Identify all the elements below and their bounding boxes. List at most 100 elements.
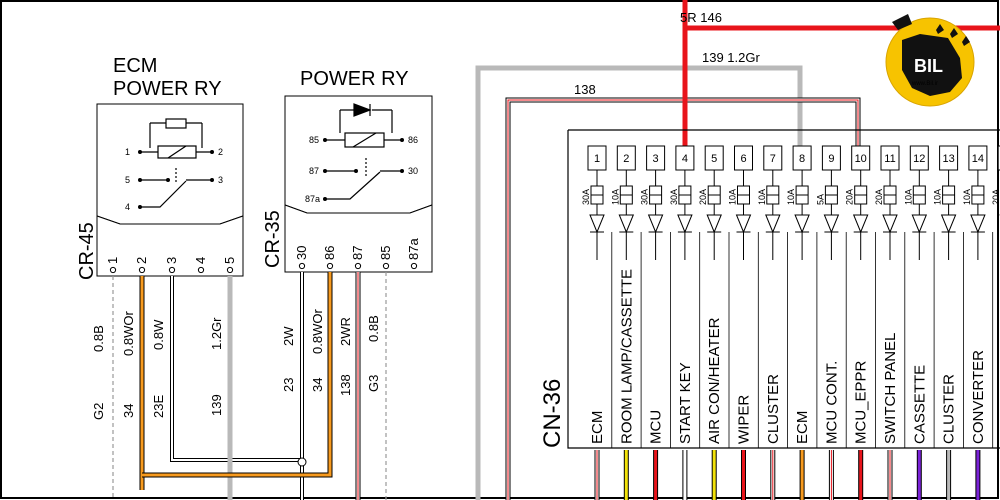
fuse-amp-6: 10A <box>728 189 738 205</box>
wire-label-08wor2: 0.8WOr <box>310 309 325 354</box>
fuse-number-2: 2 <box>623 153 629 165</box>
fuse-terminal-5 <box>706 214 722 234</box>
fuse-terminal-1 <box>589 214 605 234</box>
fuse-circuit-10: MCU_EPPR <box>853 360 870 444</box>
fuse-circuit-12: CASSETTE <box>911 365 928 444</box>
fuse-amp-14: 10A <box>962 189 972 205</box>
power-relay-symbol <box>325 103 402 200</box>
ecm-relay-pin-label-5: 5 <box>222 257 237 264</box>
ecm-relay-pin-label-4: 4 <box>193 257 208 264</box>
ecm-relay-title-line1: ECM <box>113 55 157 77</box>
power-relay-pin-dot-87a <box>410 262 418 270</box>
fuse-amp-8: 10A <box>786 189 796 205</box>
brown-wire-label: 138 <box>574 82 596 97</box>
fuse-amp-2: 10A <box>610 189 620 205</box>
power-relay-pin-base <box>284 204 433 273</box>
fuse-terminal-9 <box>823 214 840 234</box>
fuse-terminal-6 <box>735 214 752 234</box>
fuse-terminal-12 <box>911 214 928 234</box>
fuse-amp-x: 20A <box>991 189 1000 205</box>
gray-wire-label: 139 1.2Gr <box>702 50 760 65</box>
power-relay-pin-dot-87 <box>354 262 362 270</box>
power-relay-pin-label-85: 85 <box>378 246 393 260</box>
fuse-number-13: 13 <box>942 153 954 165</box>
wire-label-34a: 34 <box>121 404 136 418</box>
fuse-amp-1: 30A <box>581 189 591 205</box>
fuse-circuit-14: CONVERTER <box>970 350 987 444</box>
power-sym-pin-87: 87 <box>309 166 319 176</box>
fuse-block-connector: CN-36 <box>539 379 566 448</box>
power-sym-pin-86: 86 <box>408 135 418 145</box>
fuse-amp-11: 20A <box>874 189 884 205</box>
power-relay-pin-dot-86 <box>326 262 334 270</box>
ecm-sym-pin-5: 5 <box>125 175 130 185</box>
fuse-number-4: 4 <box>682 153 688 165</box>
fuse-amp-7: 10A <box>757 189 767 205</box>
wire-label-2wr: 2WR <box>338 317 353 346</box>
ecm-relay-symbol-dots <box>138 150 214 209</box>
power-relay-pin-label-86: 86 <box>322 246 337 260</box>
ecm-relay-title-line2: POWER RY <box>113 78 222 100</box>
fuse-amp-3: 30A <box>640 189 650 205</box>
fuse-circuit-6: WIPER <box>736 395 753 444</box>
fuse-circuit-1: ECM <box>589 411 606 444</box>
fuse-terminal-14 <box>970 214 986 234</box>
power-relay-title: POWER RY <box>300 68 409 90</box>
fuse-number-8: 8 <box>799 153 805 165</box>
wire-label-23e: 23E <box>151 395 166 418</box>
fuse-circuit-4: START KEY <box>677 362 694 444</box>
fuse-number-1: 1 <box>594 153 600 165</box>
fuse-number-10: 10 <box>855 153 867 165</box>
ecm-relay-connector: CR-45 <box>76 222 98 280</box>
ecm-relay-pin-label-1: 1 <box>105 257 120 264</box>
power-sym-pin-85: 85 <box>309 135 319 145</box>
fuse-amp-4: 30A <box>669 189 679 205</box>
fuse-amp-12: 10A <box>903 189 913 205</box>
wire-label-138a: 138 <box>338 374 353 396</box>
fuse-circuit-9: MCU CONT. <box>823 361 840 444</box>
ecm-sym-pin-3: 3 <box>218 175 223 185</box>
wire-label-08b2: 0.8B <box>366 315 381 342</box>
power-sym-pin-87a: 87a <box>305 194 320 204</box>
power-sym-pin-30: 30 <box>408 166 418 176</box>
ecm-relay-pin-dot-1 <box>109 266 117 274</box>
fuse-terminal-11 <box>882 214 898 234</box>
wire-label-34b: 34 <box>310 378 325 392</box>
power-relay-wires <box>142 272 387 500</box>
fuse-number-12: 12 <box>913 153 925 165</box>
power-relay-pin-dot-85 <box>382 262 390 270</box>
wire-label-2w: 2W <box>281 326 296 346</box>
fuse-number-11: 11 <box>884 153 895 165</box>
fuse-circuit-8: ECM <box>794 411 811 444</box>
fuse-terminal-4 <box>677 214 693 234</box>
ecm-relay-symbol <box>140 118 212 208</box>
fuse-number-6: 6 <box>740 153 746 165</box>
ecm-relay-pin-label-3: 3 <box>164 257 179 264</box>
fuse-amp-13: 10A <box>933 189 943 205</box>
fuse-circuit-7: CLUSTER <box>765 374 782 444</box>
ecm-relay-body <box>96 103 244 225</box>
ecm-relay-pin-dot-3 <box>168 266 176 274</box>
ecm-sym-pin-4: 4 <box>125 202 130 212</box>
wire-label-08w: 0.8W <box>151 319 166 350</box>
fuse-amp-10: 20A <box>845 189 855 205</box>
bil-logo: BIL www.Bil.ir <box>885 14 975 107</box>
fuse-circuit-13: CLUSTER <box>941 374 958 444</box>
power-relay-pin-label-87a: 87a <box>406 238 421 260</box>
fuse-block-outline <box>567 129 1000 449</box>
red-wire-label: 5R 146 <box>680 10 722 25</box>
logo-text: BIL <box>914 56 943 76</box>
power-relay-pin-label-30: 30 <box>294 246 309 260</box>
ecm-relay-wires <box>112 276 304 500</box>
fuse-terminal-10 <box>852 214 869 234</box>
ecm-relay-pin-dot-4 <box>197 266 205 274</box>
fuse-circuit-3: MCU <box>648 410 665 444</box>
fuse-number-5: 5 <box>711 153 717 165</box>
ecm-sym-pin-2: 2 <box>218 147 223 157</box>
power-relay-symbol-dots <box>323 138 404 201</box>
ecm-relay-pin-dot-2 <box>138 266 146 274</box>
power-relay-connector: CR-35 <box>262 210 284 268</box>
